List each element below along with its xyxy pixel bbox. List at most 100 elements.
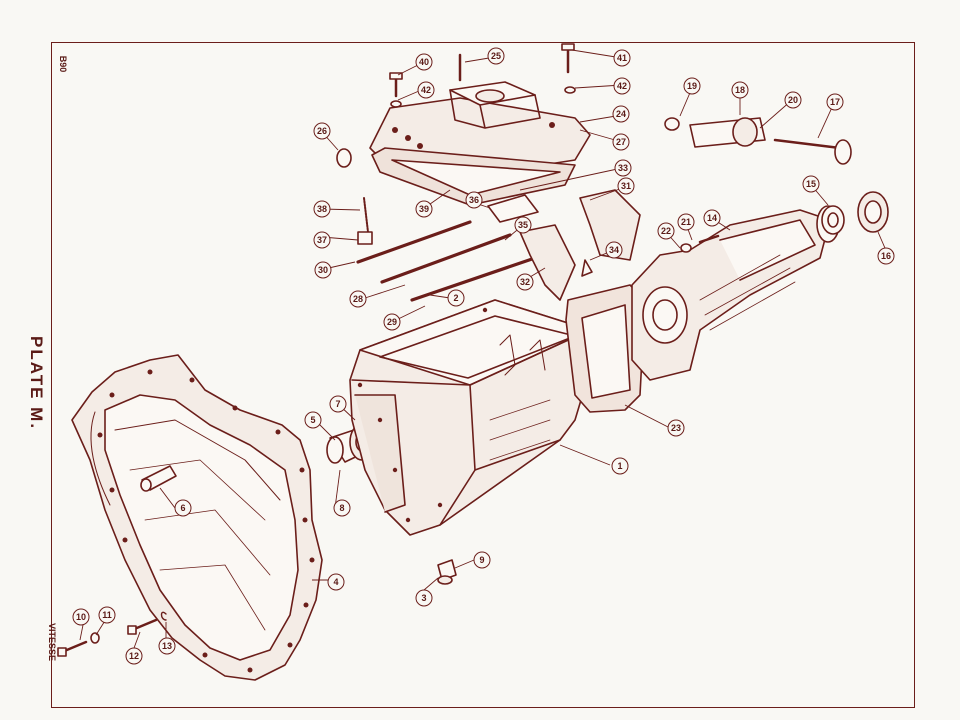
callout-number: 20: [788, 95, 798, 105]
callout-27: 27: [612, 133, 630, 151]
top-cover-gasket-part: [371, 147, 576, 206]
callout-5: 5: [304, 411, 322, 429]
callout-number: 22: [661, 226, 671, 236]
callout-12: 12: [125, 647, 143, 665]
callout-circle: [415, 53, 433, 71]
callout-2: 2: [447, 289, 465, 307]
callout-number: 31: [621, 181, 631, 191]
callout-circle: [613, 49, 631, 67]
callout-circle: [417, 81, 435, 99]
callout-circle: [415, 589, 433, 607]
callout-number: 42: [617, 81, 627, 91]
callout-circle: [516, 273, 534, 291]
callout-26: 26: [313, 122, 331, 140]
callout-number: 39: [419, 204, 429, 214]
callout-15: 15: [802, 175, 820, 193]
bell-housing-part: [71, 354, 323, 681]
callout-circle: [327, 573, 345, 591]
callout-number: 11: [102, 610, 112, 620]
callout-number: 4: [333, 577, 338, 587]
callout-circle: [612, 105, 630, 123]
callout-number: 35: [518, 220, 528, 230]
callout-number: 3: [421, 593, 426, 603]
callout-circle: [617, 177, 635, 195]
callout-number: 27: [616, 137, 626, 147]
callout-11: 11: [98, 606, 116, 624]
callout-circle: [383, 313, 401, 331]
callout-28: 28: [349, 290, 367, 308]
gearbox-casing-part: [349, 299, 591, 536]
callout-10: 10: [72, 608, 90, 626]
callout-circle: [72, 608, 90, 626]
callout-number: 33: [618, 163, 628, 173]
callout-circle: [349, 290, 367, 308]
callout-circle: [677, 213, 695, 231]
callout-circle: [415, 200, 433, 218]
callout-circle: [329, 395, 347, 413]
callout-3: 3: [415, 589, 433, 607]
callout-36: 36: [465, 191, 483, 209]
callout-circle: [313, 231, 331, 249]
callout-number: 25: [491, 51, 501, 61]
callout-8: 8: [333, 499, 351, 517]
callout-31: 31: [617, 177, 635, 195]
callout-41: 41: [613, 49, 631, 67]
callout-number: 17: [830, 97, 840, 107]
callout-number: 15: [806, 179, 816, 189]
callout-number: 23: [671, 423, 681, 433]
callout-42: 42: [417, 81, 435, 99]
callout-circle: [473, 551, 491, 569]
callout-number: 5: [310, 415, 315, 425]
callout-circle: [447, 289, 465, 307]
callout-circle: [826, 93, 844, 111]
callout-number: 13: [162, 641, 172, 651]
callout-number: 37: [317, 235, 327, 245]
callout-number: 19: [687, 81, 697, 91]
callout-circle: [611, 457, 629, 475]
callout-number: 26: [317, 126, 327, 136]
callout-21: 21: [677, 213, 695, 231]
callout-number: 40: [419, 57, 429, 67]
callout-circle: [784, 91, 802, 109]
callout-number: 7: [335, 399, 340, 409]
callout-circle: [802, 175, 820, 193]
callout-37: 37: [313, 231, 331, 249]
callout-circle: [125, 647, 143, 665]
drain-plug-part: [437, 559, 457, 585]
callout-number: 2: [453, 293, 458, 303]
callout-38: 38: [313, 200, 331, 218]
rear-bearing-parts: [821, 191, 889, 235]
callout-24: 24: [612, 105, 630, 123]
detent-spring-parts: [357, 197, 373, 245]
callout-circle: [612, 133, 630, 151]
callout-19: 19: [683, 77, 701, 95]
callout-34: 34: [605, 241, 623, 259]
callout-circle: [314, 261, 332, 279]
callout-39: 39: [415, 200, 433, 218]
callout-6: 6: [174, 499, 192, 517]
callout-circle: [174, 499, 192, 517]
callout-circle: [683, 77, 701, 95]
callout-circle: [703, 209, 721, 227]
callout-circle: [657, 222, 675, 240]
callout-20: 20: [784, 91, 802, 109]
callout-25: 25: [487, 47, 505, 65]
callout-number: 42: [421, 85, 431, 95]
selector-forks-parts: [487, 189, 641, 301]
rear-extension-part: [631, 205, 840, 381]
callout-number: 12: [129, 651, 139, 661]
callout-number: 29: [387, 317, 397, 327]
pivot-pin-part: [140, 465, 177, 492]
callout-circle: [613, 77, 631, 95]
callout-number: 14: [707, 213, 717, 223]
callout-circle: [304, 411, 322, 429]
callout-1: 1: [611, 457, 629, 475]
callout-circle: [731, 81, 749, 99]
callout-33: 33: [614, 159, 632, 177]
small-fasteners-parts: [57, 611, 167, 657]
callout-7: 7: [329, 395, 347, 413]
callout-number: 16: [881, 251, 891, 261]
callout-17: 17: [826, 93, 844, 111]
